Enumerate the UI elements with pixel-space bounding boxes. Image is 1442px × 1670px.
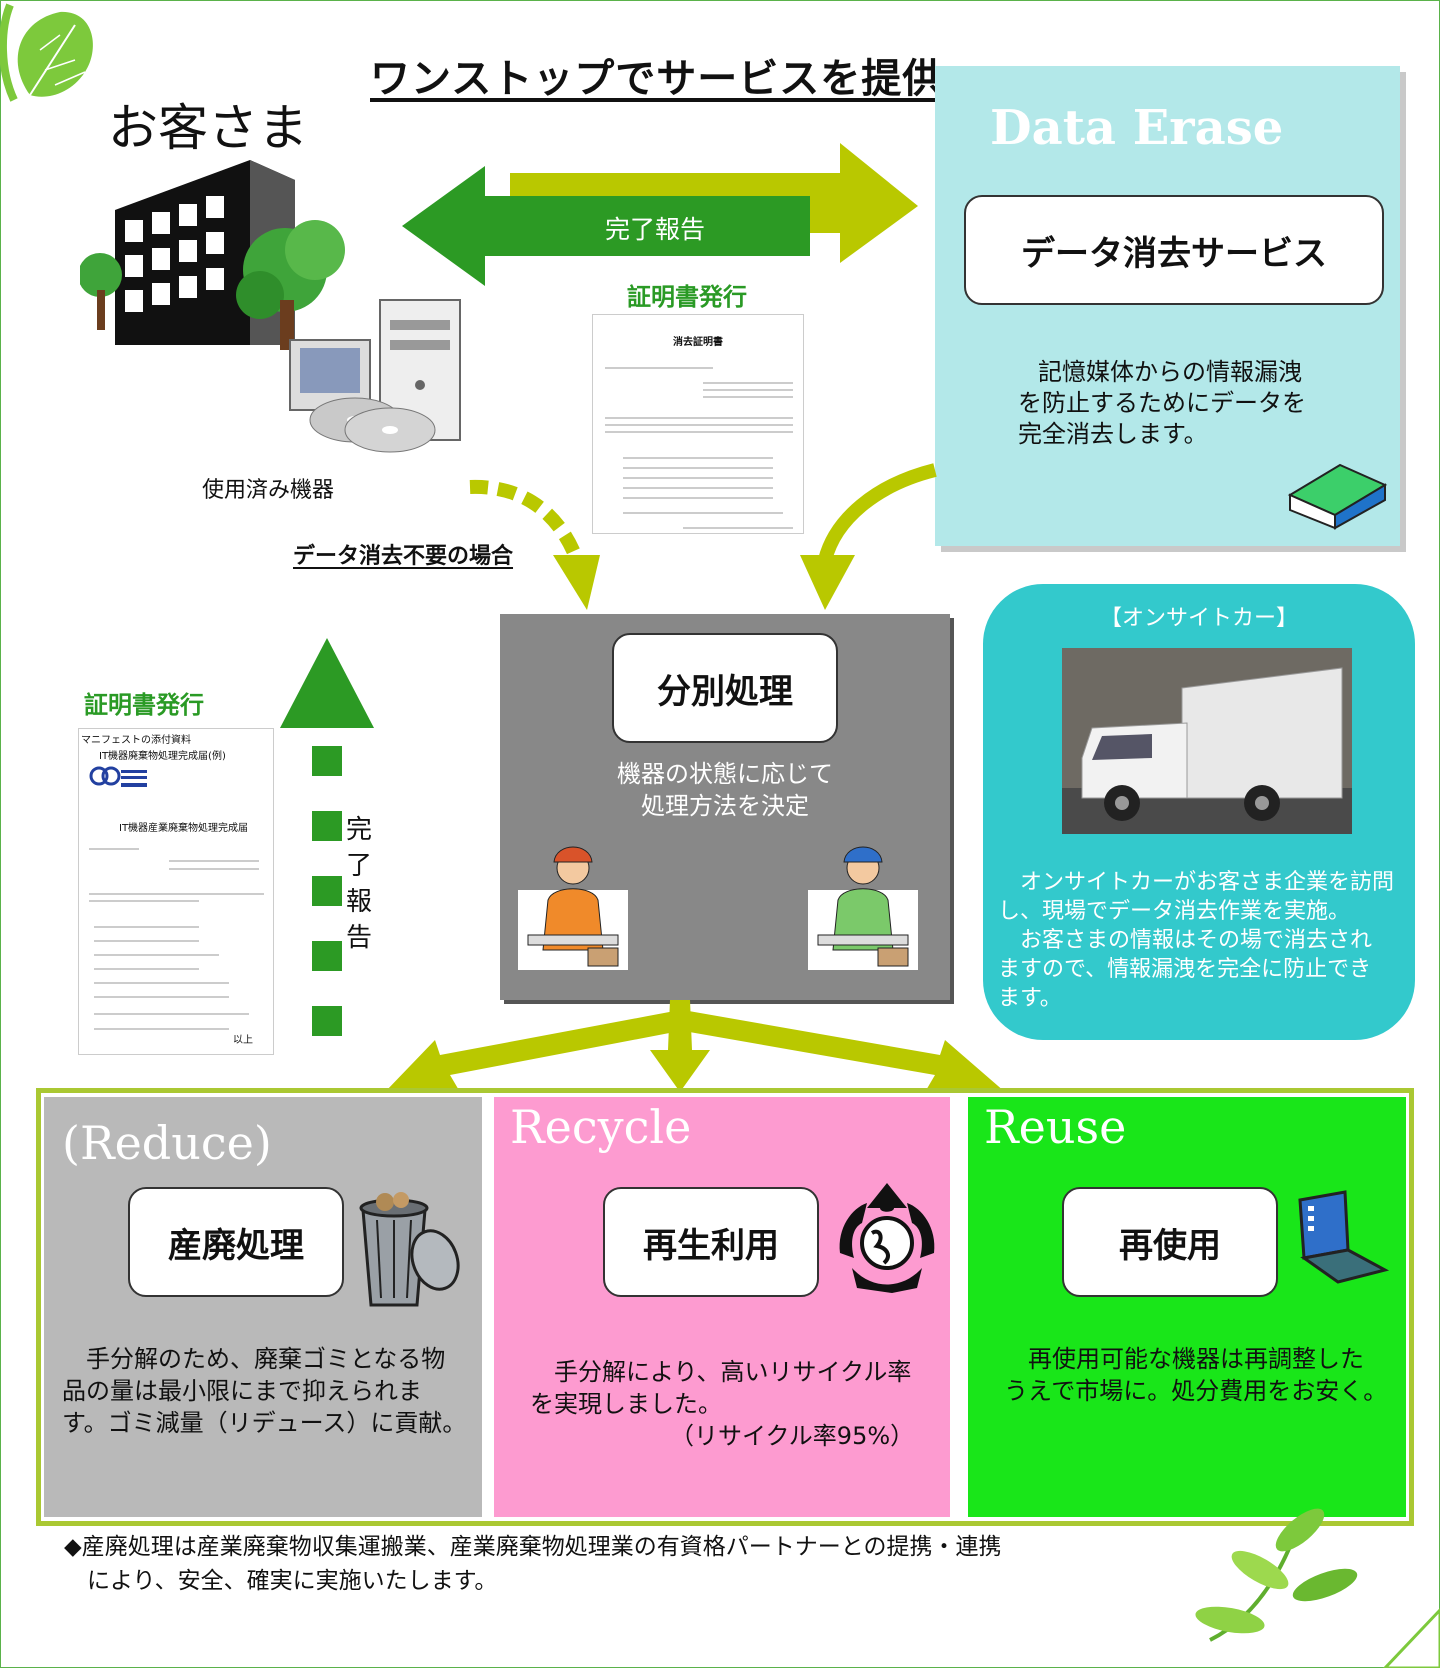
certificate-top-label: 証明書発行: [627, 283, 747, 311]
footnote-line: ◆産廃処理は産業廃棄物収集運搬業、産業廃棄物処理業の有資格パートナーとの提携・連…: [64, 1534, 1002, 1560]
recycle-description: 手分解により、高いリサイクル率 を実現しました。 （リサイクル率95%）: [530, 1356, 914, 1452]
report-char: 完: [346, 815, 373, 845]
plant-decoration-icon: [1195, 1508, 1440, 1668]
data-erase-desc-line: 完全消去します。: [1018, 420, 1208, 448]
company-logo-icon: [89, 766, 147, 787]
doc-text-lines: [89, 848, 264, 1030]
onsite-desc-line: し、現場でデータ消去作業を実施。: [998, 899, 1351, 924]
report-char: 了: [346, 851, 373, 881]
dashed-arrow-icon: [469, 479, 600, 610]
onsite-desc-line: お客さまの情報はその場で消去され: [998, 928, 1373, 953]
recycle-desc-line: 手分解により、高いリサイクル率: [530, 1358, 912, 1386]
sorting-box: 分別処理: [612, 633, 838, 743]
data-erase-desc-line: を防止するためにデータを: [1018, 389, 1306, 417]
reduce-desc-line: す。ゴミ減量（リデュース）に貢献。: [62, 1409, 467, 1437]
trash-can-icon: [359, 1192, 460, 1307]
report-char: 報: [346, 887, 373, 917]
reuse-desc-line: 再使用可能な機器は再調整した: [1004, 1345, 1364, 1373]
worker-orange-icon: [518, 846, 628, 970]
disposal-report-document: マニフェストの添付資料 IT機器廃棄物処理完成届(例) IT機器産業廃棄物処理完…: [78, 728, 274, 1055]
footnote-line: により、安全、確実に実施いたします。: [64, 1568, 498, 1594]
doc-example-line: IT機器廃棄物処理完成届(例): [99, 751, 226, 762]
certificate-doc-title: 消去証明書: [673, 337, 723, 348]
no-erase-case-label: データ消去不要の場合: [293, 544, 514, 569]
distribution-arrows-icon: [385, 1000, 1005, 1092]
report-char: 告: [346, 923, 373, 953]
sorting-description: 機器の状態に応じて 処理方法を決定: [595, 758, 855, 822]
onsite-desc-line: ます。: [998, 986, 1062, 1011]
onsite-truck-photo: [1062, 648, 1352, 834]
double-arrow-icon: [402, 143, 918, 286]
recycle-column: [494, 1097, 950, 1517]
footnote: ◆産廃処理は産業廃棄物収集運搬業、産業廃棄物処理業の有資格パートナーとの提携・連…: [64, 1530, 1001, 1598]
reduce-title: (Reduce): [62, 1116, 272, 1170]
certificate-text-lines: [605, 367, 793, 529]
reuse-column: [968, 1097, 1406, 1517]
reduce-desc-line: 手分解のため、廃棄ゴミとなる物: [62, 1345, 446, 1373]
reuse-box: 再使用: [1062, 1187, 1278, 1297]
erase-certificate-document: 消去証明書: [592, 314, 804, 534]
reduce-box: 産廃処理: [128, 1187, 344, 1297]
reduce-desc-line: 品の量は最小限にまで抑えられま: [62, 1377, 422, 1405]
reuse-desc-line: うえで市場に。処分費用をお安く。: [1004, 1377, 1388, 1405]
recycle-desc-line: を実現しました。: [530, 1390, 722, 1418]
reuse-title: Reuse: [984, 1100, 1127, 1154]
equipment-label: 使用済み機器: [202, 478, 335, 503]
customer-building-icon: [80, 160, 461, 453]
completion-report-label: 完了報告: [605, 215, 706, 244]
upward-dashed-arrow-icon: [280, 638, 374, 1036]
data-erase-title: Data Erase: [990, 100, 1284, 156]
reduce-column: [44, 1097, 482, 1517]
recycle-globe-icon: [839, 1183, 935, 1293]
reuse-description: 再使用可能な機器は再調整した うえで市場に。処分費用をお安く。: [1004, 1343, 1387, 1407]
customer-label: お客さま: [108, 99, 308, 157]
reduce-description: 手分解のため、廃棄ゴミとなる物 品の量は最小限にまで抑えられま す。ゴミ減量（リ…: [62, 1343, 466, 1439]
doc-signoff: 以上: [233, 1035, 253, 1046]
vertical-report-label: 完 了 報 告: [346, 812, 372, 956]
page-title: ワンストップでサービスを提供: [370, 56, 944, 102]
recycle-title: Recycle: [510, 1100, 692, 1154]
data-erase-service-box: データ消去サービス: [964, 195, 1384, 305]
onsite-description: オンサイトカーがお客さま企業を訪問 し、現場でデータ消去作業を実施。 お客さまの…: [998, 868, 1394, 1013]
data-erase-panel: [935, 66, 1400, 546]
certificate-left-label: 証明書発行: [84, 691, 204, 719]
data-erase-desc-line: 記憶媒体からの情報漏洩: [1038, 358, 1302, 386]
leaf-icon: [0, 3, 93, 102]
eraser-icon: [1287, 463, 1388, 530]
onsite-title: 【オンサイトカー】: [1099, 606, 1298, 631]
recycle-rate: （リサイクル率95%）: [670, 1422, 915, 1450]
laptop-icon: [1298, 1190, 1390, 1284]
worker-green-icon: [808, 846, 918, 970]
onsite-desc-line: オンサイトカーがお客さま企業を訪問: [998, 870, 1395, 895]
sorting-desc-line: 処理方法を決定: [641, 792, 809, 820]
doc-attachment-line: マニフェストの添付資料: [81, 735, 191, 746]
recycle-box: 再生利用: [603, 1187, 819, 1297]
doc-report-title: IT機器産業廃棄物処理完成届: [119, 823, 249, 834]
sorting-desc-line: 機器の状態に応じて: [617, 760, 833, 788]
data-erase-description: 記憶媒体からの情報漏洩 を防止するためにデータを 完全消去します。: [1018, 357, 1306, 450]
onsite-desc-line: ますので、情報漏洩を完全に防止でき: [998, 957, 1372, 982]
erase-to-sort-arrow-icon: [800, 463, 937, 610]
